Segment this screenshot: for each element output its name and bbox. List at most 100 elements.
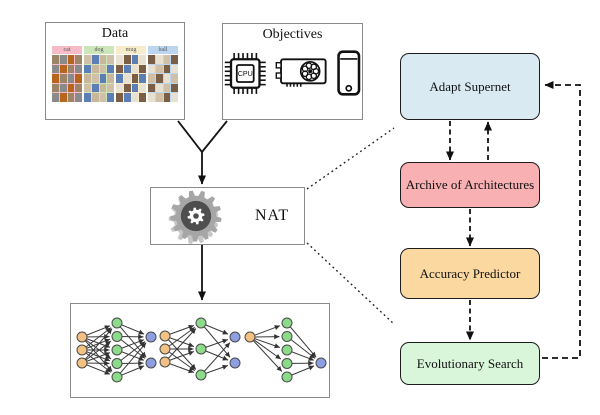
dataset-thumbnail — [131, 55, 139, 64]
dataset-thumbnail — [123, 93, 131, 102]
data-box-title: Data — [101, 26, 129, 41]
dataset-thumbnail — [123, 83, 131, 93]
feedback-loop-arrow — [542, 81, 581, 359]
dataset-thumbnail — [99, 93, 107, 102]
dataset-thumbnail — [67, 55, 75, 64]
dataset-thumbnail — [116, 93, 123, 102]
dataset-category-cat: cat — [52, 46, 82, 102]
dataset-thumbnail — [75, 74, 82, 83]
dataset-thumbnail — [52, 55, 59, 64]
dataset-thumbnail — [52, 64, 59, 74]
dataset-thumbnail — [163, 55, 171, 64]
dataset-thumbnail — [116, 83, 123, 93]
dataset-thumbnail — [131, 74, 139, 83]
objective-icons: CPU — [223, 48, 362, 98]
dataset-thumbnail — [139, 83, 146, 93]
dataset-thumbnail — [123, 64, 131, 74]
dataset-thumbnail — [52, 93, 59, 102]
dataset-thumbnail — [91, 74, 99, 83]
dataset-thumbnail — [171, 93, 178, 102]
pipeline-label: Evolutionary Search — [416, 355, 524, 371]
dataset-thumbnail — [131, 83, 139, 93]
dataset-thumbnail — [163, 64, 171, 74]
cpu-chip-icon: CPU — [224, 52, 266, 94]
pipeline-label: Accuracy Predictor — [419, 265, 521, 281]
objectives-box-title: Objectives — [262, 27, 323, 42]
dataset-thumbnail — [99, 83, 107, 93]
dataset-thumbnail — [84, 83, 91, 93]
dataset-thumbnail — [171, 83, 178, 93]
dataset-thumbnail — [75, 55, 82, 64]
gear-icon — [168, 190, 222, 244]
merge-lines — [177, 120, 228, 154]
dataset-thumbnail — [91, 93, 99, 102]
dataset-thumbnail — [91, 64, 99, 74]
dataset-thumbnail — [148, 64, 155, 74]
dataset-thumbnail — [107, 74, 114, 83]
dataset-thumbnail — [139, 64, 146, 74]
dataset-category-label: cat — [52, 46, 82, 54]
dataset-thumbnail — [148, 93, 155, 102]
dataset-thumbnail — [99, 55, 107, 64]
dataset-thumbnail — [148, 55, 155, 64]
dataset-thumbnail — [59, 74, 67, 83]
objectives-box: Objectives CPU — [222, 23, 363, 120]
dataset-thumbnail — [67, 83, 75, 93]
dataset-thumbnail — [171, 64, 178, 74]
dataset-thumbnail — [67, 64, 75, 74]
dataset-thumbnail — [116, 55, 123, 64]
nat-box: NAT — [150, 187, 305, 245]
dataset-category-mug: mug — [116, 46, 146, 102]
dataset-category-label: ball — [148, 46, 178, 54]
dataset-thumbnail — [131, 64, 139, 74]
pipeline-label: Adapt Supernet — [429, 78, 511, 94]
dataset-thumbnail — [155, 55, 163, 64]
dataset-thumbnail — [59, 64, 67, 74]
dataset-thumbnail — [84, 74, 91, 83]
pipeline-label: Archive of Architectures — [405, 177, 535, 192]
dataset-thumbnail — [155, 64, 163, 74]
dataset-thumbnail — [107, 83, 114, 93]
dataset-thumbnail — [131, 93, 139, 102]
pipeline-box-adapt-supernet: Adapt Supernet — [400, 53, 540, 120]
dataset-thumbnail — [75, 83, 82, 93]
dataset-thumbnail — [116, 64, 123, 74]
dataset-thumbnail — [139, 74, 146, 83]
dataset-category-dog: dog — [84, 46, 114, 102]
dataset-thumbnail — [59, 83, 67, 93]
dataset-thumbnail — [123, 74, 131, 83]
dataset-thumbnail — [155, 74, 163, 83]
dataset-thumbnail — [148, 74, 155, 83]
nat-label: NAT — [255, 207, 290, 224]
cpu-label: CPU — [238, 70, 253, 78]
dataset-category-label: mug — [116, 46, 146, 54]
dataset-thumbnail — [67, 93, 75, 102]
dataset-thumbnail — [155, 93, 163, 102]
dataset-thumbnail — [171, 55, 178, 64]
dataset-thumbnail — [107, 93, 114, 102]
dataset-thumbnail — [59, 93, 67, 102]
dataset-thumbnail — [52, 74, 59, 83]
dataset-category-label: dog — [84, 46, 114, 54]
pipeline-box-accuracy-predictor: Accuracy Predictor — [400, 248, 540, 299]
dataset-thumbnail — [163, 74, 171, 83]
dataset-thumbnail — [59, 55, 67, 64]
dataset-thumbnail — [99, 64, 107, 74]
dataset-thumbnail — [123, 55, 131, 64]
dataset-thumbnail — [84, 64, 91, 74]
dataset-thumbnail — [99, 74, 107, 83]
dataset-thumbnail — [116, 74, 123, 83]
dataset-thumbnail — [84, 93, 91, 102]
dataset-thumbnail — [91, 83, 99, 93]
dataset-category-ball: ball — [148, 46, 178, 102]
dataset-thumbnail — [139, 55, 146, 64]
dataset-thumbnail — [139, 93, 146, 102]
dataset-thumbnail — [163, 83, 171, 93]
gpu-card-icon — [275, 58, 327, 87]
pipeline-box-archive-of-architectures: Archive of Architectures — [400, 162, 540, 208]
pipeline-box-evolutionary-search: Evolutionary Search — [400, 342, 540, 385]
dataset-thumbnail — [75, 93, 82, 102]
